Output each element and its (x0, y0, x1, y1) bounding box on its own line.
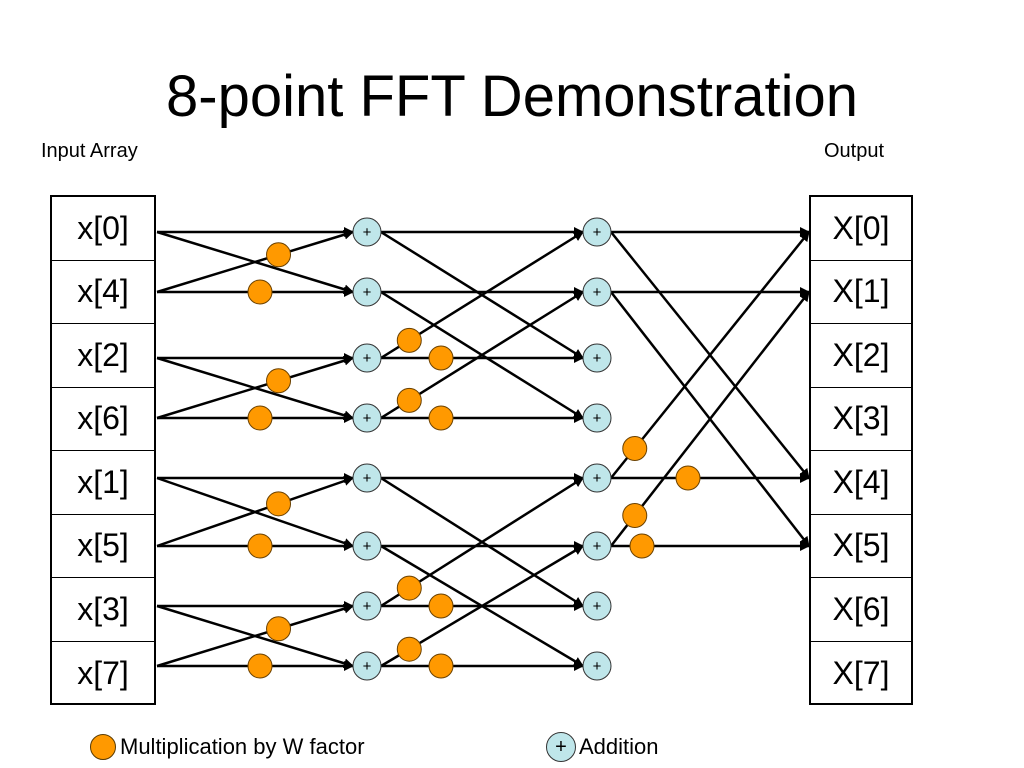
output-array-caption: Output (824, 140, 885, 162)
input-array-caption: Input Array (41, 140, 138, 162)
input-cell-2: x[2] (52, 324, 154, 388)
adder-symbol: + (363, 350, 372, 367)
stage2-adder-6: + (582, 591, 612, 621)
s2-multiplier-3-1 (396, 387, 422, 413)
stage1-adder-3: + (352, 403, 382, 433)
adder-symbol: + (593, 350, 602, 367)
s3-multiplier-4-0 (622, 435, 648, 461)
stage2-adder-0: + (582, 217, 612, 247)
adder-symbol: + (593, 598, 602, 615)
s1-multiplier-1-1 (247, 279, 273, 305)
s3-multiplier-4-4 (675, 465, 701, 491)
adder-symbol: + (363, 410, 372, 427)
stage2-adder-7: + (582, 651, 612, 681)
s1-wire-5-4 (156, 476, 354, 548)
stage2-adder-3: + (582, 403, 612, 433)
adder-symbol: + (593, 470, 602, 487)
multiplier-legend-icon (90, 734, 116, 760)
stage2-adder-4: + (582, 463, 612, 493)
s2-multiplier-7-7 (428, 653, 454, 679)
s1-multiplier-5-4 (266, 491, 292, 517)
page-title: 8-point FFT Demonstration (166, 64, 858, 129)
s1-multiplier-5-5 (247, 533, 273, 559)
adder-legend-icon: + (546, 732, 576, 762)
output-cell-6: X[6] (811, 578, 911, 642)
s2-multiplier-2-0 (396, 327, 422, 353)
adder-symbol: + (593, 410, 602, 427)
s1-multiplier-3-3 (247, 405, 273, 431)
output-cell-4: X[4] (811, 451, 911, 515)
multiplier-nodes (247, 242, 701, 679)
input-array: x[0] x[4] x[2] x[6] x[1] x[5] x[3] x[7] (50, 195, 156, 705)
output-cell-1: X[1] (811, 261, 911, 324)
output-cell-5: X[5] (811, 515, 911, 578)
s1-wire-1-0 (156, 229, 354, 294)
stage2-adder-2: + (582, 343, 612, 373)
adder-symbol: + (593, 538, 602, 555)
output-cell-3: X[3] (811, 388, 911, 451)
input-cell-7: x[7] (77, 654, 129, 691)
stage2-adder-1: + (582, 277, 612, 307)
output-cell-0: X[0] (811, 197, 911, 261)
legend-addition: + Addition (546, 732, 659, 762)
adder-symbol: + (363, 598, 372, 615)
s1-multiplier-1-0 (266, 242, 292, 268)
output-cell-7: X[7] (832, 654, 890, 691)
adder-symbol: + (363, 470, 372, 487)
stage1-adder-4: + (352, 463, 382, 493)
stage1-adder-1: + (352, 277, 382, 307)
stage1-adder-2: + (352, 343, 382, 373)
input-cell-5: x[5] (52, 515, 154, 578)
adder-symbol: + (363, 658, 372, 675)
s1-wire-3-2 (156, 355, 354, 420)
s3-multiplier-5-5 (629, 533, 655, 559)
input-cell-3: x[6] (52, 388, 154, 451)
adder-symbol: + (363, 284, 372, 301)
s2-multiplier-3-3 (428, 405, 454, 431)
s2-multiplier-7-5 (396, 636, 422, 662)
legend-multiplication: Multiplication by W factor (90, 732, 365, 762)
input-cell-1: x[4] (52, 261, 154, 324)
adder-symbol: + (593, 224, 602, 241)
output-cell-2: X[2] (811, 324, 911, 388)
adder-symbol: + (593, 658, 602, 675)
s1-multiplier-7-7 (247, 653, 273, 679)
s1-multiplier-3-2 (266, 368, 292, 394)
s2-multiplier-6-4 (396, 575, 422, 601)
stage1-adder-0: + (352, 217, 382, 247)
stage1-adder-5: + (352, 531, 382, 561)
s3-multiplier-5-1 (622, 503, 648, 529)
s2-multiplier-2-2 (428, 345, 454, 371)
adder-symbol: + (363, 538, 372, 555)
s3-wire-4-0 (610, 231, 810, 479)
stage2-adder-5: + (582, 531, 612, 561)
input-cell-0: x[0] (52, 197, 154, 261)
legend-addition-label: Addition (579, 734, 659, 759)
stage1-adder-6: + (352, 591, 382, 621)
s2-multiplier-6-6 (428, 593, 454, 619)
s1-multiplier-7-6 (266, 616, 292, 642)
stage1-adder-7: + (352, 651, 382, 681)
s3-wire-5-1 (610, 291, 810, 547)
input-cell-4: x[1] (52, 451, 154, 515)
s1-wire-7-6 (156, 603, 354, 668)
adder-nodes: + + + + + + + + + + + + + + + + (352, 217, 612, 681)
legend-multiplication-label: Multiplication by W factor (120, 734, 365, 759)
input-cell-6: x[3] (52, 578, 154, 642)
adder-symbol: + (593, 284, 602, 301)
adder-symbol: + (363, 224, 372, 241)
output-array: X[0] X[1] X[2] X[3] X[4] X[5] X[6] X[7] (809, 195, 913, 705)
